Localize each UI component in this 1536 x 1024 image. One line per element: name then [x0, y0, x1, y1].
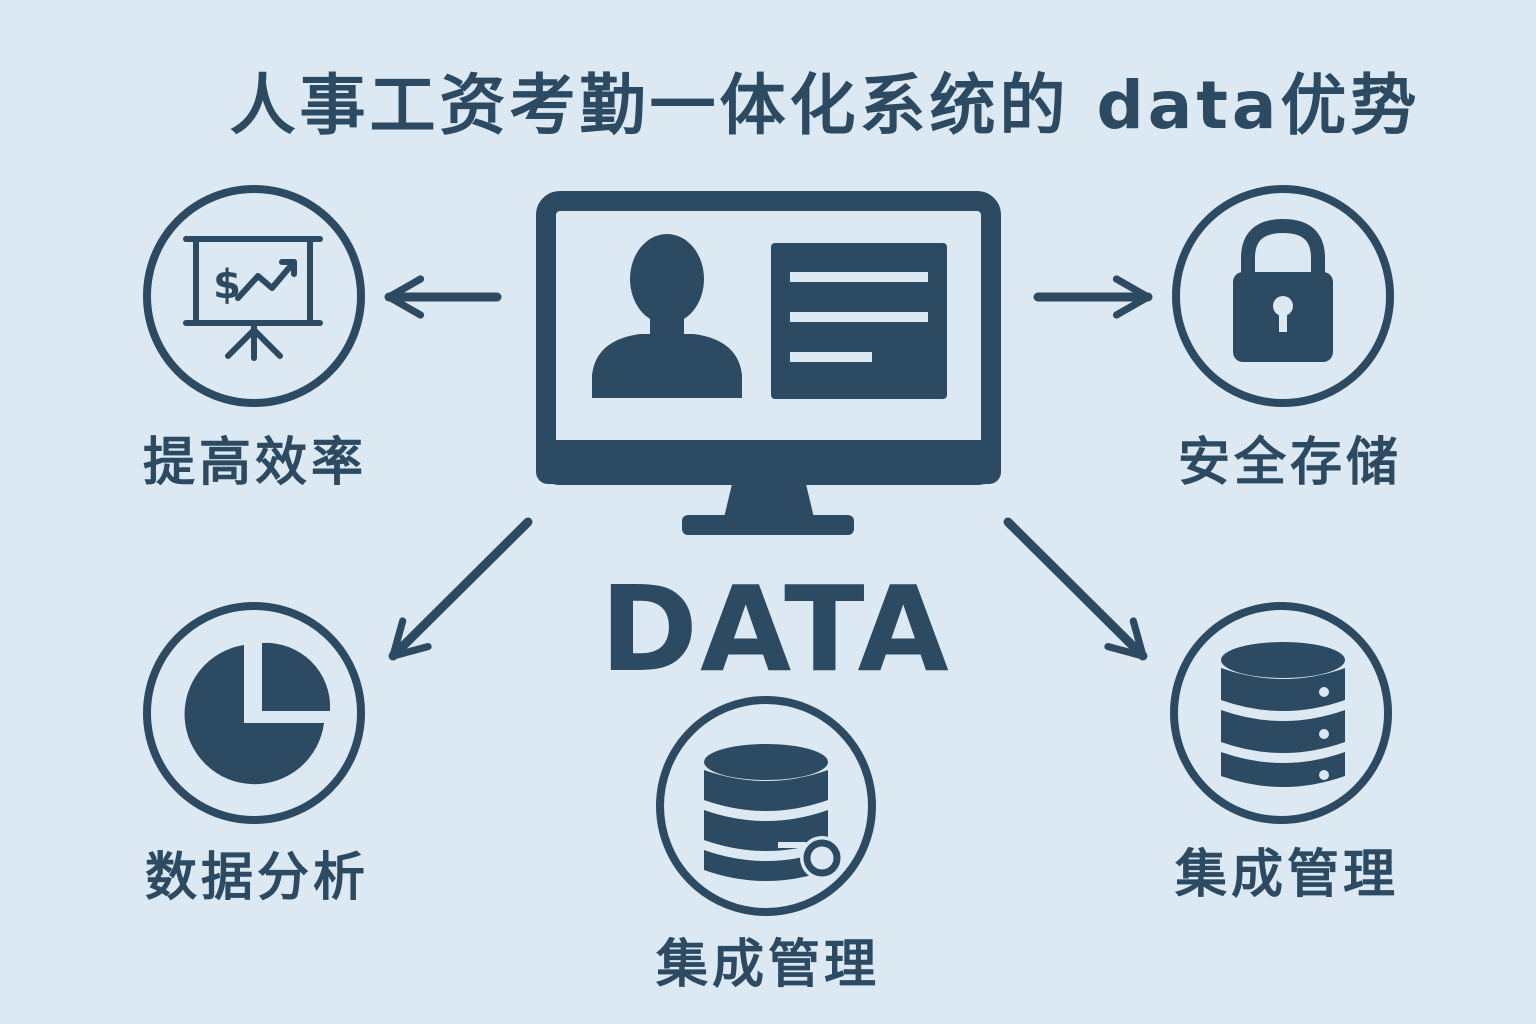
integration-center-label: 集成管理	[655, 935, 880, 995]
padlock-icon	[1233, 218, 1333, 362]
arrow-to-analysis	[388, 517, 533, 661]
integration-center-node	[656, 696, 876, 916]
pie-chart-icon	[184, 642, 331, 785]
integration-right-node	[1170, 602, 1392, 824]
database-gear-icon	[704, 744, 844, 881]
monitor-icon	[536, 191, 1001, 535]
database-icon	[1221, 642, 1345, 787]
center-data-label: DATA	[600, 560, 951, 698]
security-node	[1172, 185, 1394, 407]
efficiency-node: $	[143, 185, 365, 407]
id-card-icon	[771, 243, 947, 399]
efficiency-label: 提高效率	[142, 433, 367, 493]
page-title: 人事工资考勤一体化系统的 data优势	[229, 67, 1421, 144]
presentation-chart-icon: $	[183, 236, 323, 361]
svg-text:$: $	[213, 262, 241, 308]
security-label: 安全存储	[1177, 433, 1402, 493]
user-silhouette-icon	[592, 234, 742, 398]
integration-right-label: 集成管理	[1174, 845, 1399, 905]
analysis-label: 数据分析	[144, 848, 369, 908]
analysis-node	[143, 602, 365, 824]
arrow-to-integration	[1003, 517, 1148, 661]
